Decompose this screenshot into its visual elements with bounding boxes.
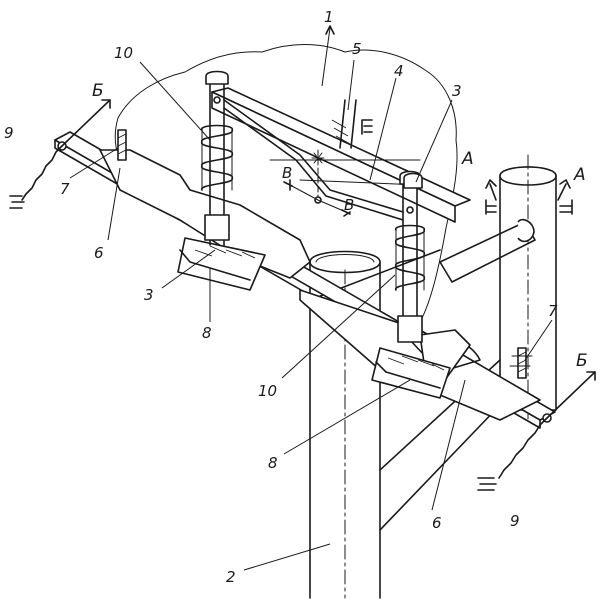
leader-5 xyxy=(347,59,355,111)
label-v-left: В xyxy=(282,164,292,182)
label-a-left: А xyxy=(461,149,474,169)
label-6-left: 6 xyxy=(94,244,104,262)
rope-right xyxy=(477,413,552,491)
label-v-right: В xyxy=(344,196,354,214)
arrow-a-left xyxy=(485,179,497,215)
leader-1 xyxy=(321,27,331,87)
leader-10b xyxy=(281,274,396,379)
pin-right xyxy=(403,172,423,189)
connecting-link xyxy=(223,99,404,221)
label-10-bottom: 10 xyxy=(258,382,277,400)
clip-right xyxy=(509,347,533,379)
label-7-right: 7 xyxy=(548,302,558,320)
bracket-left xyxy=(177,237,266,291)
label-8-right: 8 xyxy=(268,454,278,472)
leader-3a xyxy=(415,99,453,183)
rod-5 xyxy=(331,99,373,149)
label-9-left: 9 xyxy=(4,124,14,142)
label-7-left: 7 xyxy=(60,180,70,198)
leader-4 xyxy=(369,77,397,181)
label-6-right: 6 xyxy=(432,514,442,532)
spring-right xyxy=(395,224,425,291)
label-8-left: 8 xyxy=(202,324,212,342)
arrow-a-right xyxy=(557,179,573,215)
bracket-right xyxy=(371,347,451,399)
leader-7a xyxy=(69,147,119,179)
right-post xyxy=(499,154,557,421)
leader-2 xyxy=(243,543,331,571)
leader-7b xyxy=(524,319,553,361)
label-4: 4 xyxy=(394,62,404,80)
leader-8b xyxy=(283,379,411,455)
leader-1-arrow xyxy=(325,25,335,35)
label-9-right: 9 xyxy=(510,512,520,530)
spring-left xyxy=(201,124,233,191)
label-2: 2 xyxy=(226,568,236,586)
label-3-left: 3 xyxy=(144,286,154,304)
leader-10a xyxy=(139,61,211,141)
clip-left xyxy=(117,129,127,161)
long-bar xyxy=(54,131,556,429)
label-10-top: 10 xyxy=(114,44,133,62)
arrow-b-left xyxy=(61,99,111,147)
label-b-right: Б xyxy=(576,351,588,371)
leader-3b xyxy=(161,249,216,289)
label-a-right: А xyxy=(573,165,586,185)
label-b-left: Б xyxy=(92,81,104,101)
label-1: 1 xyxy=(324,8,334,26)
label-5: 5 xyxy=(352,40,362,58)
rope-left xyxy=(9,141,67,209)
arrow-b-right xyxy=(546,371,596,419)
label-3-right: 3 xyxy=(452,82,462,100)
leader-6b xyxy=(431,379,466,511)
leader-6a xyxy=(107,167,121,241)
top-plate xyxy=(211,87,471,223)
